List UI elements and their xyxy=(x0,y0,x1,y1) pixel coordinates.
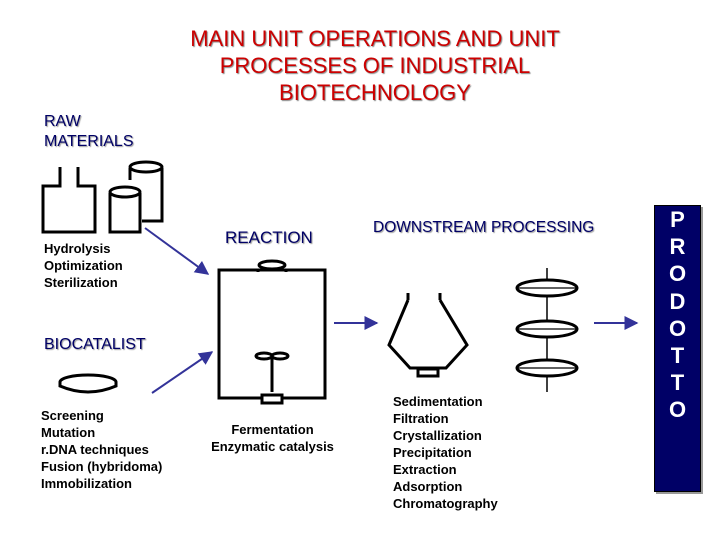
raw-step: Hydrolysis xyxy=(44,241,111,256)
biocatalist-step: r.DNA techniques xyxy=(41,442,149,457)
raw-material-cylinder-large-icon xyxy=(128,160,164,223)
raw-material-cylinder-small-icon xyxy=(108,185,142,234)
biocatalist-label: BIOCATALIST xyxy=(44,336,146,353)
raw-steps-list: Hydrolysis Optimization Sterilization xyxy=(44,240,123,291)
biocatalist-disc-icon xyxy=(58,373,118,394)
downstream-step: Extraction xyxy=(393,462,457,477)
flow-arrows xyxy=(144,227,639,394)
arrow-raw-to-reaction xyxy=(144,227,210,275)
biocatalist-step: Immobilization xyxy=(41,476,132,491)
raw-materials-label: RAW MATERIALS xyxy=(44,113,134,150)
chromatography-column-icon xyxy=(515,268,579,392)
page-title: MAIN UNIT OPERATIONS AND UNIT PROCESSES … xyxy=(190,26,560,105)
downstream-step: Precipitation xyxy=(393,445,472,460)
raw-step: Optimization xyxy=(44,258,123,273)
product-letter: D xyxy=(669,288,686,314)
biocatalist-step: Screening xyxy=(41,408,104,423)
biocatalist-step: Fusion (hybridoma) xyxy=(41,459,163,474)
downstream-step: Crystallization xyxy=(393,428,482,443)
product-letter: R xyxy=(669,234,686,260)
product-letter: O xyxy=(668,315,687,341)
sedimentation-funnel-icon xyxy=(387,293,469,378)
arrow-biocatalist-to-reaction xyxy=(151,351,214,394)
biocatalist-step: Mutation xyxy=(41,425,96,440)
product-letter: P xyxy=(670,207,685,232)
product-letter: T xyxy=(670,370,685,396)
product-box: P R O D O T T O xyxy=(654,205,701,492)
downstream-steps-list: Sedimentation Filtration Crystallization… xyxy=(393,393,498,512)
reaction-step: Fermentation xyxy=(231,422,314,437)
downstream-step: Chromatography xyxy=(393,496,498,511)
downstream-step: Sedimentation xyxy=(393,394,483,409)
reaction-steps-list: Fermentation Enzymatic catalysis xyxy=(205,421,340,455)
raw-step: Sterilization xyxy=(44,275,118,290)
downstream-step: Filtration xyxy=(393,411,449,426)
reaction-step: Enzymatic catalysis xyxy=(211,439,334,454)
product-letter: T xyxy=(670,343,685,369)
raw-material-flask-icon xyxy=(41,167,97,234)
product-letter: O xyxy=(668,397,687,423)
reaction-label: REACTION xyxy=(225,228,313,247)
downstream-label: DOWNSTREAM PROCESSING xyxy=(373,219,595,236)
downstream-step: Adsorption xyxy=(393,479,463,494)
biocatalist-steps-list: Screening Mutation r.DNA techniques Fusi… xyxy=(41,407,162,492)
reactor-vessel-icon xyxy=(217,259,327,405)
product-letter: O xyxy=(668,261,687,287)
